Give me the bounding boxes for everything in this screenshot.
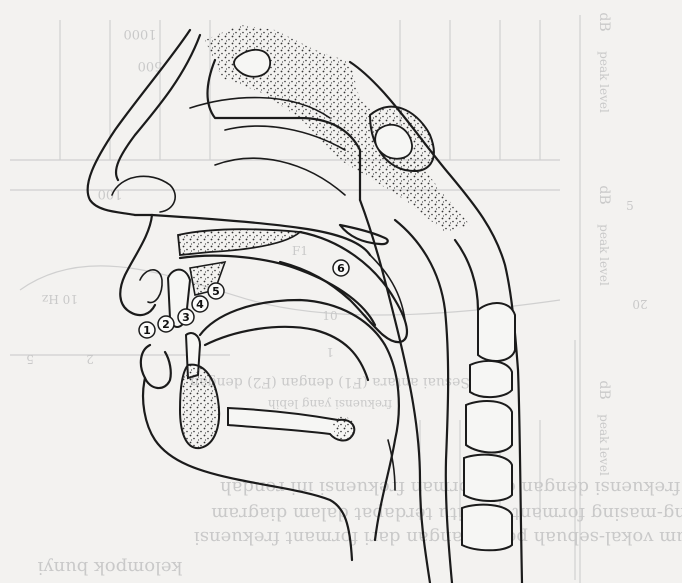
articulation-marker-2: 2 — [158, 316, 174, 332]
bleed-through-text: dB — [596, 185, 612, 204]
vertebra-2 — [470, 361, 512, 397]
adenoid-outline — [340, 225, 388, 244]
bleed-through-text: peak level — [597, 224, 611, 286]
marker-number: 5 — [212, 285, 220, 298]
bleed-through-text: 2 — [86, 352, 94, 366]
bleed-through-text: frekuensi yang lebih — [268, 397, 393, 411]
articulation-marker-1: 1 — [139, 322, 155, 338]
marker-number: 1 — [143, 324, 151, 337]
vertebra-5 — [462, 505, 512, 551]
marker-number: 6 — [337, 262, 345, 275]
bleed-through-text: dB — [596, 12, 612, 31]
bleed-through-text: Sesuai antara (F1) dengan (F2) dengan — [190, 374, 470, 390]
articulation-marker-3: 3 — [178, 309, 194, 325]
bleed-through-text: 100 — [98, 186, 123, 201]
vertebra-4 — [464, 455, 512, 501]
bleed-through-text: spektrum vokal-sebuah pengurangan dari f… — [194, 527, 682, 548]
articulation-marker-5: 5 — [208, 283, 224, 299]
bleed-through-text: peak level — [597, 414, 611, 476]
bleed-through-text: 1000 — [123, 26, 156, 41]
marker-number: 2 — [162, 318, 170, 331]
upper-lip-inner — [140, 270, 162, 303]
bleed-through-text: 5 — [26, 352, 34, 366]
upper-lip — [120, 215, 155, 315]
nasal-bridge-inner — [116, 35, 200, 180]
vocal-tract-outline — [88, 25, 522, 583]
bleed-through-text: 20 — [632, 297, 647, 311]
bleed-through-text: dan frekuensi dengan dua forman frekuens… — [220, 477, 682, 498]
bleed-through-text: 1 — [326, 345, 334, 359]
bleed-through-text: F1 — [292, 244, 308, 258]
marker-number: 3 — [182, 311, 190, 324]
bleed-through-text: peak level — [597, 51, 611, 113]
bleed-through-text: kelompok bunyi — [37, 557, 182, 578]
articulation-marker-4: 4 — [192, 296, 208, 312]
atlas-outline — [455, 240, 478, 310]
bleed-through-text: 5 — [626, 199, 634, 213]
cervical-vertebrae — [462, 303, 515, 550]
hard-palate — [178, 229, 300, 255]
vertebra-3 — [466, 401, 512, 453]
bleed-through-text: 10 Hz — [42, 292, 78, 306]
articulation-marker-6: 6 — [333, 260, 349, 276]
bleed-through-text: 10 — [322, 309, 337, 323]
bleed-through-text: dB — [596, 380, 612, 399]
pharynx-front — [360, 200, 430, 583]
tongue-inner-line — [205, 327, 368, 380]
hyoid-body-shading — [332, 416, 355, 439]
vertebra-1 — [478, 303, 515, 361]
marker-number: 4 — [196, 298, 204, 311]
